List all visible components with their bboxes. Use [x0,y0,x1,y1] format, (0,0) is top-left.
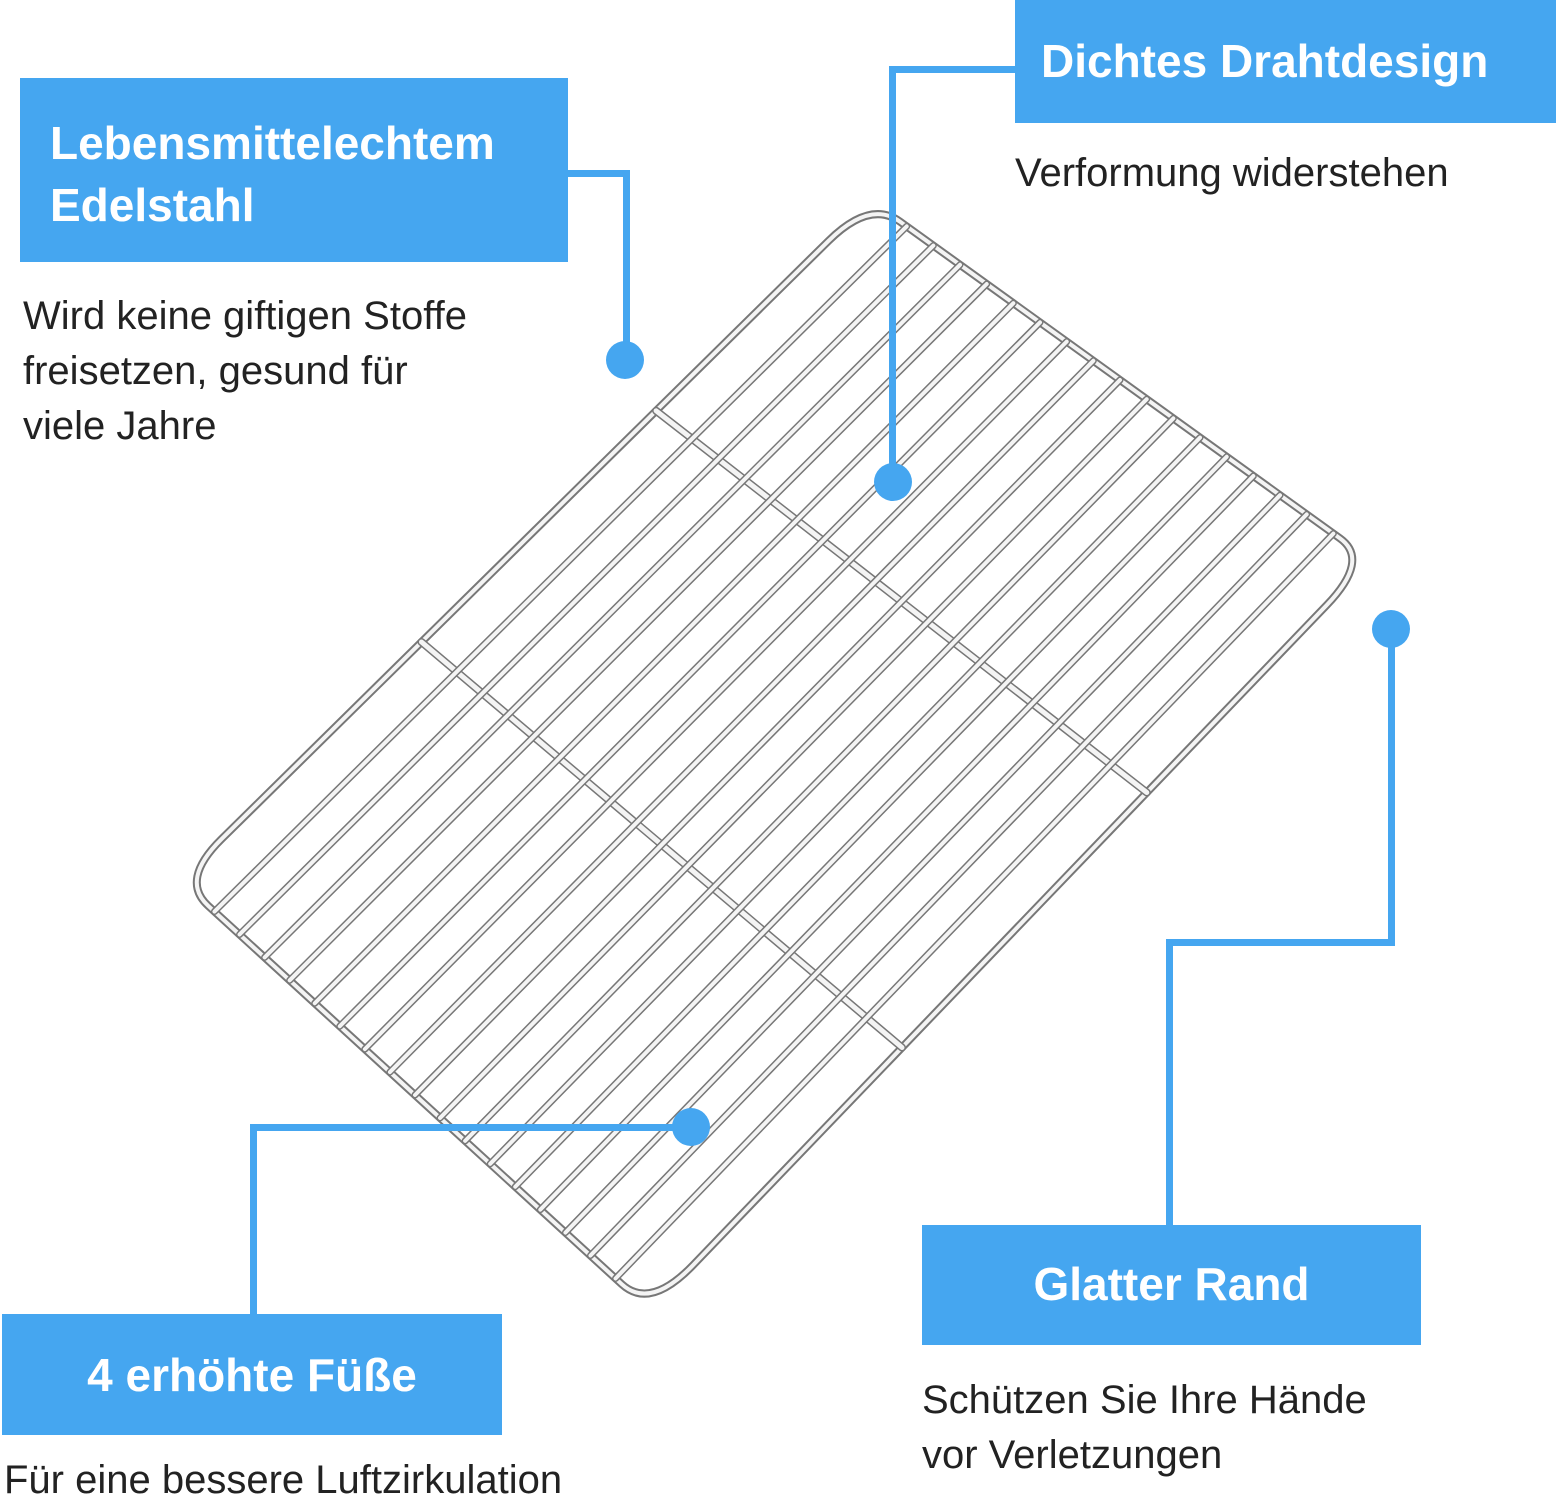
rack-wire [488,435,1202,1166]
title-line: Lebensmittelechtem [50,117,495,169]
connector-line [1166,939,1173,1229]
description-line: freisetzen, gesund für [23,349,408,393]
title-line: Edelstahl [50,179,255,231]
rack-wire [613,531,1336,1281]
feature-title-stainless-steel: Lebensmittelechtem Edelstahl [20,78,568,262]
description-line: Schützen Sie Ihre Hände [922,1378,1367,1422]
connector-line [889,66,1017,73]
feature-description-stainless-steel: Wird keine giftigen Stoffe freisetzen, g… [23,289,467,454]
rack-wire [387,358,1096,1075]
description-line: viele Jahre [23,404,217,448]
rack-wire [212,224,909,914]
rack-wire [337,320,1042,1029]
rack-wire [513,454,1229,1189]
feature-description-dense-wire: Verformung widerstehen [1015,151,1449,195]
description-line: vor Verletzungen [922,1433,1223,1477]
rack-wire [312,301,1016,1006]
rack-wire [463,416,1176,1143]
feature-title-raised-feet: 4 erhöhte Füße [2,1314,502,1435]
connector-line [889,66,896,481]
connector-line [566,170,630,177]
connector-line [1166,939,1395,946]
connector-line [250,1124,257,1316]
feature-description-smooth-edge: Schützen Sie Ihre Hände vor Verletzungen [922,1373,1367,1483]
connector-line [1388,628,1395,946]
description-line: Wird keine giftigen Stoffe [23,294,467,338]
rack-wire [262,262,962,960]
rack-wire [438,397,1149,1120]
feature-description-raised-feet: Für eine bessere Luftzirkulation [4,1458,563,1502]
rack-wire [287,282,989,983]
connector-line [250,1124,690,1131]
callout-dot [874,463,912,501]
rack-frame [194,212,1355,1296]
rack-wire [588,512,1309,1258]
rack-wire [413,378,1122,1097]
feature-title-dense-wire: Dichtes Drahtdesign [1015,0,1556,123]
rack-wire [237,243,936,937]
feature-title-smooth-edge: Glatter Rand [922,1225,1421,1345]
rack-wire [362,339,1069,1052]
rack-wire [538,474,1256,1212]
connector-line [623,170,630,360]
callout-dot [606,341,644,379]
